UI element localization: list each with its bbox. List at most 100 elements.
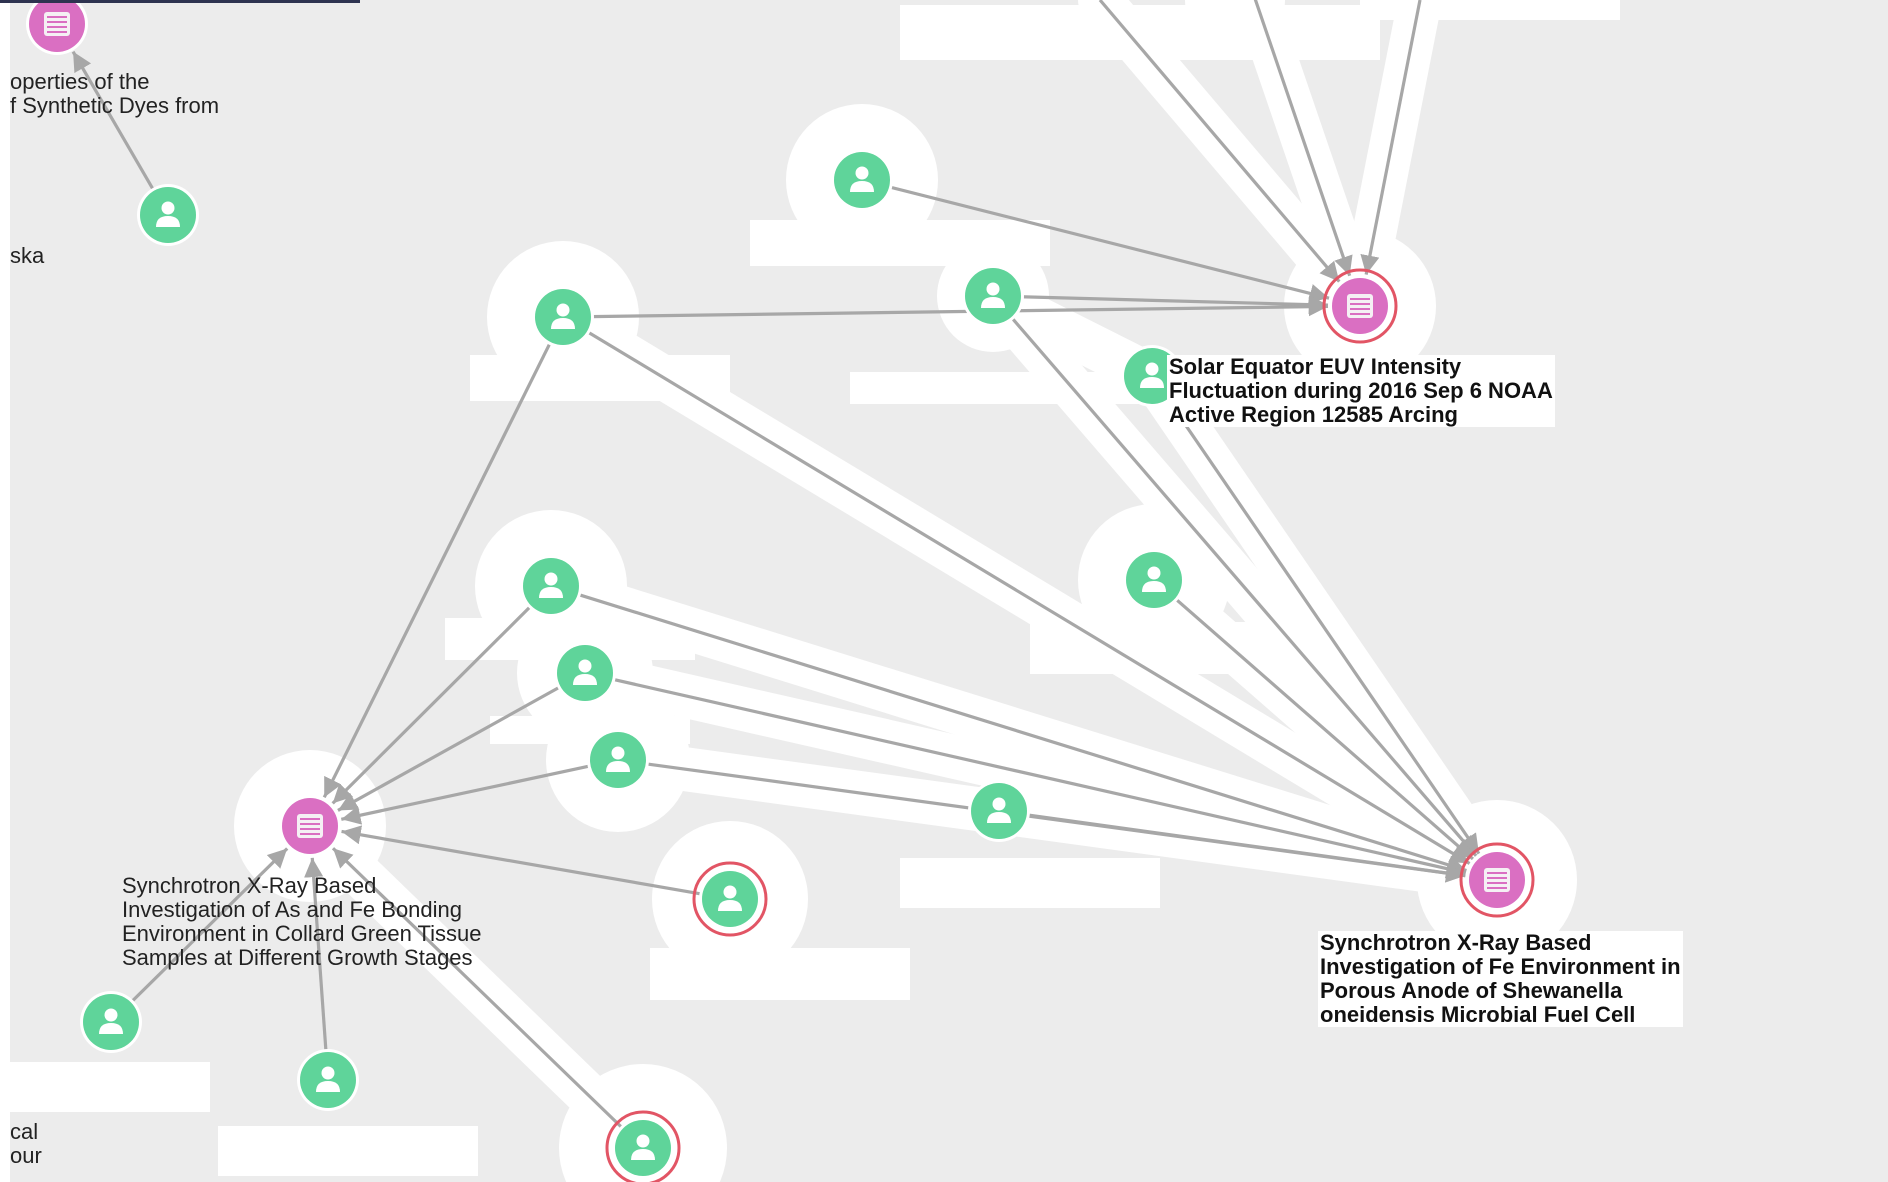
- edge-p14-a4: [331, 847, 624, 1130]
- halo-label-box: [900, 5, 1380, 60]
- person-node[interactable]: [590, 732, 646, 788]
- node-person-p1[interactable]: [831, 149, 893, 211]
- article-icon-line: [1350, 303, 1370, 305]
- edge-p2-a4: [322, 341, 552, 799]
- node-label-article-top-left: operties of the f Synthetic Dyes from: [10, 69, 220, 118]
- person-icon-body: [99, 1023, 123, 1034]
- article-icon-line: [47, 31, 67, 33]
- person-node[interactable]: [300, 1052, 356, 1108]
- node-person-p7[interactable]: [554, 642, 616, 704]
- node-person-p6[interactable]: [520, 555, 582, 617]
- node-label-fuel-cell-article: Synchrotron X-Ray Based Investigation of…: [1318, 930, 1683, 1027]
- edge-p1-a2: [888, 185, 1330, 303]
- article-icon-line: [1487, 882, 1507, 884]
- selection-ring: [1459, 842, 1535, 918]
- edge-p15-a1: [71, 50, 156, 192]
- edge-p8-a4: [340, 764, 591, 825]
- person-node[interactable]: [523, 558, 579, 614]
- edge-top2-a2: [1360, 0, 1422, 275]
- person-node[interactable]: [140, 187, 196, 243]
- article-icon-line: [1350, 313, 1370, 315]
- network-graph[interactable]: [10, 0, 1888, 1182]
- halo-label-box: [1360, 0, 1620, 20]
- person-icon: [321, 1066, 335, 1080]
- edge-p6-a4: [331, 604, 533, 805]
- edge-p11-a4: [341, 825, 703, 896]
- article-icon-line: [47, 21, 67, 23]
- edge-p9-a3: [1026, 813, 1466, 883]
- person-node[interactable]: [1124, 348, 1180, 404]
- person-node[interactable]: [702, 871, 758, 927]
- edge-top1-a2: [1098, 0, 1341, 283]
- edge-p13-a4: [304, 857, 328, 1053]
- person-icon-body: [631, 1149, 655, 1160]
- person-node[interactable]: [557, 645, 613, 701]
- article-icon-line: [1487, 887, 1507, 889]
- person-node[interactable]: [1126, 552, 1182, 608]
- graph-canvas[interactable]: operties of the f Synthetic Dyes from sk…: [10, 0, 1888, 1182]
- person-icon-body: [718, 900, 742, 911]
- article-icon-line: [1350, 308, 1370, 310]
- graph-nodes: [26, 0, 1535, 1182]
- halo-label-box: [900, 858, 1160, 908]
- person-icon: [556, 303, 570, 317]
- person-node[interactable]: [971, 783, 1027, 839]
- node-person-p5[interactable]: [1123, 549, 1185, 611]
- node-person-p9[interactable]: [968, 780, 1030, 842]
- person-node[interactable]: [535, 289, 591, 345]
- edge-p6-a3: [577, 592, 1467, 874]
- person-icon-body: [1140, 377, 1164, 388]
- node-article-a1[interactable]: [26, 0, 88, 55]
- person-icon: [104, 1008, 118, 1022]
- person-node[interactable]: [615, 1120, 671, 1176]
- edge-p3-a3: [1010, 316, 1478, 857]
- person-icon: [636, 1134, 650, 1148]
- person-icon: [855, 166, 869, 180]
- node-person-p12[interactable]: [80, 991, 142, 1053]
- edge-p7-a3: [611, 677, 1467, 879]
- person-icon: [986, 282, 1000, 296]
- person-icon-body: [539, 587, 563, 598]
- halo-label-box: [218, 1126, 478, 1176]
- person-icon-body: [316, 1081, 340, 1092]
- node-article-a3[interactable]: [1459, 842, 1535, 918]
- edge-top3-a2: [1253, 0, 1353, 277]
- article-icon-line: [47, 26, 67, 28]
- node-person-p3[interactable]: [962, 265, 1024, 327]
- node-label-left-bottom: cal our: [10, 1119, 42, 1168]
- node-label-collard-green-article: Synchrotron X-Ray Based Investigation of…: [122, 873, 482, 970]
- edge-p12-a4: [129, 847, 289, 1004]
- node-label-solar-equator-article: Solar Equator EUV Intensity Fluctuation …: [1167, 354, 1555, 427]
- person-icon: [992, 797, 1006, 811]
- person-icon: [723, 885, 737, 899]
- edge-p7-a4: [337, 685, 562, 812]
- article-icon-line: [1487, 877, 1507, 879]
- node-person-p14[interactable]: [605, 1110, 681, 1182]
- person-icon-body: [1142, 581, 1166, 592]
- node-label-person-left: ska: [10, 243, 45, 268]
- article-icon-line: [1350, 298, 1370, 300]
- person-icon: [1145, 362, 1159, 376]
- person-icon-body: [606, 761, 630, 772]
- node-article-a4[interactable]: [279, 795, 341, 857]
- person-node[interactable]: [834, 152, 890, 208]
- article-icon-line: [300, 833, 320, 835]
- person-node[interactable]: [83, 994, 139, 1050]
- node-person-p15[interactable]: [137, 184, 199, 246]
- person-icon: [1147, 566, 1161, 580]
- node-article-a2[interactable]: [1322, 268, 1398, 344]
- node-person-p8[interactable]: [587, 729, 649, 791]
- person-icon-body: [981, 297, 1005, 308]
- edge-p5-a3: [1174, 597, 1474, 861]
- person-node[interactable]: [965, 268, 1021, 324]
- article-icon-line: [300, 823, 320, 825]
- article-icon-line: [1487, 872, 1507, 874]
- halo-label-box: [10, 1062, 210, 1112]
- node-person-p2[interactable]: [532, 286, 594, 348]
- halo-label-box: [850, 372, 1170, 404]
- node-person-p11[interactable]: [692, 861, 768, 937]
- selection-ring: [692, 861, 768, 937]
- person-icon-body: [573, 674, 597, 685]
- node-person-p13[interactable]: [297, 1049, 359, 1111]
- top-bar: [0, 0, 360, 3]
